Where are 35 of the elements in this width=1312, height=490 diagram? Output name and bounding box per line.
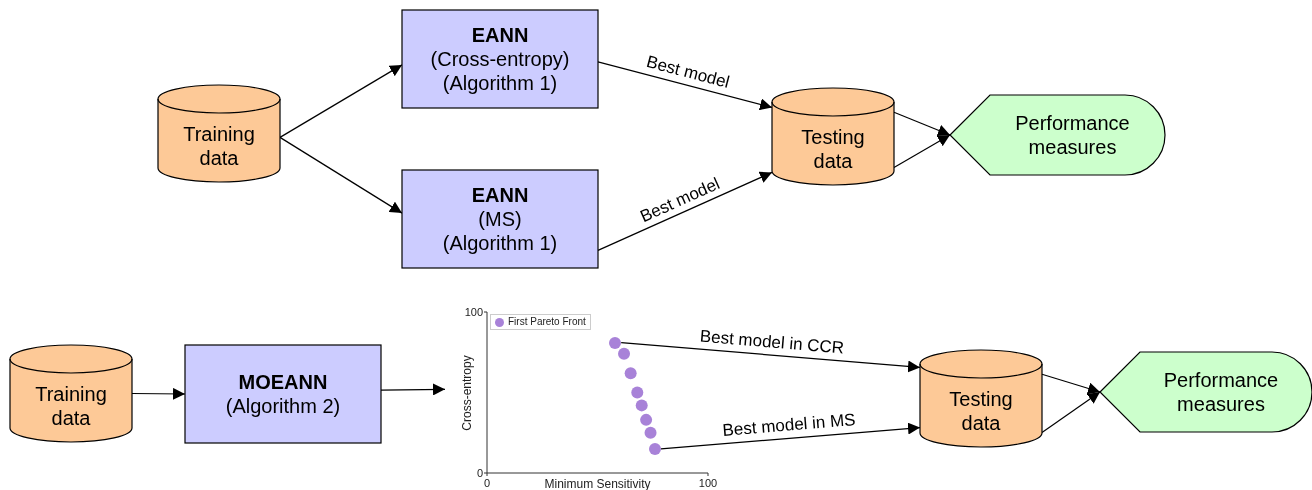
node-label: (MS) (Algorithm 1) [441, 207, 559, 255]
data-point [609, 336, 622, 349]
arrow [279, 64, 403, 138]
arrow [893, 134, 951, 169]
axis-title: Minimum Sensitivity [544, 478, 651, 490]
data-point [648, 442, 661, 455]
node-label: Performance measures [1014, 111, 1131, 159]
display-shape [1100, 352, 1312, 432]
tick-label: 0 [476, 467, 483, 479]
display-shape [950, 95, 1165, 175]
node-label: Training data [34, 381, 108, 430]
arrow [620, 342, 921, 373]
legend-label: First Pareto Front [508, 316, 586, 328]
arrow [660, 422, 921, 450]
axis-title: Cross-entropy [461, 354, 473, 431]
arrow [1041, 391, 1101, 434]
node-title: MOEANN [238, 370, 328, 394]
node-label: Testing data [800, 124, 866, 173]
process-box [185, 345, 381, 443]
node-label: (Algorithm 2) [225, 394, 341, 418]
node-title: EANN [471, 183, 529, 207]
process-box [402, 10, 598, 108]
node-title: EANN [471, 23, 529, 47]
node-label: (Cross-entropy) (Algorithm 1) [429, 47, 571, 95]
node-label: Performance measures [1162, 368, 1280, 416]
arrow [893, 111, 951, 137]
tick-label: 100 [698, 477, 718, 489]
tick-label: 0 [483, 477, 491, 489]
node-label: Testing data [948, 386, 1014, 435]
arrow [279, 136, 403, 214]
tick-label: 100 [464, 306, 483, 318]
arrow [131, 387, 186, 400]
arrow [1041, 373, 1101, 395]
node-label: Training data [182, 121, 256, 170]
process-box [402, 170, 598, 268]
